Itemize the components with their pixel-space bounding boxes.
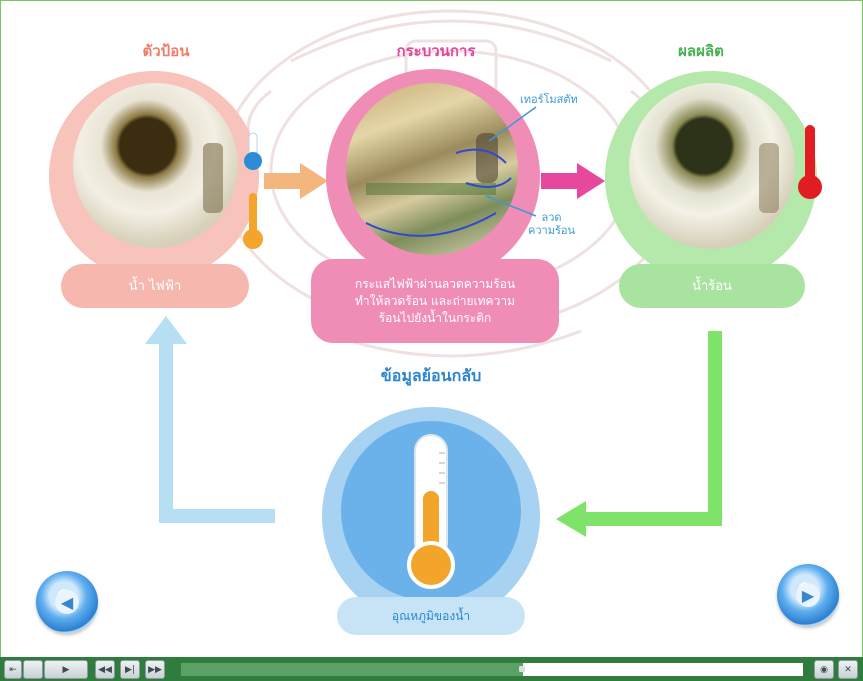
output-to-feedback-arrow	[556, 331, 736, 541]
thermostat-pointer	[481, 105, 541, 145]
close-icon: ✕	[844, 665, 852, 675]
skip-back-icon: ◀◀	[98, 665, 112, 675]
heating-wire-annotation-line2: ความร้อน	[528, 224, 575, 237]
process-to-output-arrow	[541, 161, 607, 201]
water-temperature-thermometer-icon	[399, 433, 463, 593]
exit-button[interactable]: ⇤	[4, 660, 22, 679]
process-label-line2: ทำให้ลวดร้อน และถ่ายเทความ	[355, 293, 515, 310]
player-control-bar: ⇤ ▶ ◀◀ ▶| ▶▶ ◉ ✕	[0, 657, 863, 681]
volume-icon: ◉	[820, 665, 828, 675]
input-label: น้ำ ไฟฟ้า	[129, 278, 182, 295]
next-arrow-icon: ▶	[796, 583, 820, 607]
input-label-pill: น้ำ ไฟฟ้า	[61, 264, 249, 308]
rewind-button[interactable]	[23, 660, 43, 679]
step-forward-icon: ▶|	[125, 665, 135, 675]
input-heading: ตัวป้อน	[66, 39, 266, 63]
skip-back-button[interactable]: ◀◀	[95, 660, 115, 679]
output-heading: ผลผลิต	[601, 39, 801, 63]
feedback-label-pill: อุณหภูมิของน้ำ	[337, 597, 525, 635]
kettle-hot-water-photo	[629, 83, 795, 249]
cold-thermometer-icon	[241, 131, 265, 171]
close-button[interactable]: ✕	[838, 660, 858, 679]
previous-button[interactable]: ◀	[36, 571, 98, 633]
play-button[interactable]: ▶	[44, 660, 88, 679]
play-icon: ▶	[63, 665, 70, 675]
progress-thumb[interactable]	[519, 666, 525, 672]
feedback-to-input-arrow	[141, 316, 276, 526]
heating-wire-pointer	[481, 191, 541, 221]
previous-arrow-icon: ◀	[55, 590, 79, 614]
fast-forward-button[interactable]: ▶▶	[145, 660, 165, 679]
input-to-process-arrow	[264, 161, 330, 201]
volume-button[interactable]: ◉	[814, 660, 834, 679]
output-label: น้ำร้อน	[692, 278, 732, 295]
process-heading: กระบวนการ	[336, 39, 536, 63]
step-forward-button[interactable]: ▶|	[120, 660, 140, 679]
output-label-pill: น้ำร้อน	[619, 264, 805, 308]
kettle-empty-photo	[73, 83, 238, 248]
lesson-slide: ตัวป้อน กระบวนการ ผลผลิต ข้อมูลย้อนกลับ …	[0, 0, 863, 658]
warm-thermometer-icon	[241, 191, 265, 251]
hot-thermometer-icon	[796, 123, 824, 203]
progress-track[interactable]	[180, 662, 804, 677]
fast-forward-icon: ▶▶	[148, 665, 162, 675]
feedback-heading: ข้อมูลย้อนกลับ	[331, 364, 531, 389]
progress-fill	[181, 663, 523, 676]
next-button[interactable]: ▶	[777, 564, 839, 626]
process-label-line1: กระแสไฟฟ้าผ่านลวดความร้อน	[355, 276, 515, 293]
exit-icon: ⇤	[9, 665, 17, 675]
feedback-label: อุณหภูมิของน้ำ	[392, 608, 470, 625]
process-label-pill: กระแสไฟฟ้าผ่านลวดความร้อน ทำให้ลวดร้อน แ…	[311, 259, 559, 343]
process-label-line3: ร้อนไปยังน้ำในกระติก	[355, 310, 515, 327]
